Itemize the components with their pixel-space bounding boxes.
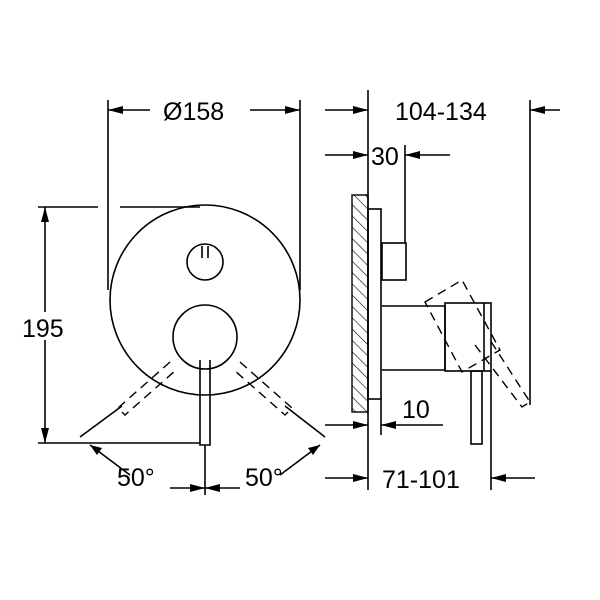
wall-section — [351, 194, 369, 413]
height-label: 195 — [22, 315, 64, 343]
front-view: 50° 50° Ø158 195 — [20, 95, 326, 495]
handle-depth-label: 71-101 — [382, 466, 460, 494]
cover-plate-side — [367, 208, 382, 400]
depth-total-label: 104-134 — [395, 98, 487, 126]
angle-left-label: 50° — [117, 464, 155, 492]
plate-depth-label: 10 — [402, 396, 430, 424]
lever-rotated-right — [233, 361, 294, 416]
lever — [199, 360, 211, 446]
mixer-handle-base — [172, 304, 238, 370]
diverter-knob — [186, 243, 224, 281]
side-view: 104-134 30 10 71-101 — [325, 90, 560, 494]
handle-side — [444, 302, 492, 372]
knob-depth-label: 30 — [371, 143, 399, 171]
handle-rotated — [424, 279, 501, 373]
lever-rotated-left — [116, 361, 177, 416]
cover-plate — [109, 204, 301, 396]
lever-side — [470, 370, 483, 445]
angle-right-label: 50° — [245, 464, 283, 492]
diameter-label: Ø158 — [163, 98, 224, 126]
diverter-knob-side — [381, 242, 407, 281]
